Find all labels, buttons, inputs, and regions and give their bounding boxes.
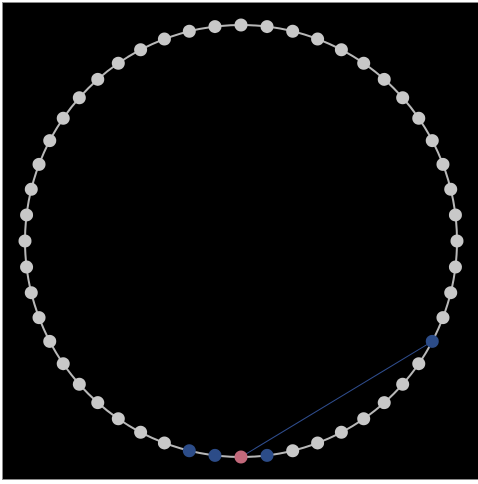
ring-node[interactable] [311,436,325,450]
ring-node[interactable] [91,396,105,410]
ring-node[interactable] [357,412,371,426]
ring-node[interactable] [444,286,458,300]
ring-node[interactable] [444,182,458,196]
ring-circle [24,24,458,458]
ring-node[interactable] [334,43,348,57]
ring-node[interactable] [377,396,391,410]
ring-node[interactable] [311,32,325,46]
ring-node[interactable] [182,24,196,38]
ring-node[interactable] [32,157,46,171]
ring-node[interactable] [56,357,70,371]
ring-node[interactable] [286,24,300,38]
ring-node[interactable] [72,91,86,105]
ring-node[interactable] [208,20,222,34]
ring-node[interactable] [32,311,46,325]
ring-node[interactable] [260,20,274,34]
ring-node[interactable] [412,111,426,125]
ring-node[interactable] [396,91,410,105]
ring-node[interactable] [396,377,410,391]
ring-node-endpoint[interactable] [182,444,196,458]
ring-node[interactable] [448,208,462,222]
ring-node[interactable] [43,134,57,148]
ring-node[interactable] [72,377,86,391]
ring-node[interactable] [43,334,57,348]
ring-node[interactable] [24,286,38,300]
ring-node-endpoint[interactable] [425,334,439,348]
ring-node[interactable] [448,260,462,274]
ring-node[interactable] [24,182,38,196]
ring-node[interactable] [157,436,171,450]
ring-node-selected[interactable] [234,450,248,464]
ring-node[interactable] [111,412,125,426]
ring-node[interactable] [412,357,426,371]
chord-line [240,340,433,458]
ring-node[interactable] [286,444,300,458]
ring-node[interactable] [450,234,464,248]
chords-layer [240,340,433,458]
ring-node[interactable] [20,260,34,274]
ring-node[interactable] [134,425,148,439]
ring-node[interactable] [111,56,125,70]
ring-node[interactable] [425,134,439,148]
ring-node[interactable] [91,72,105,86]
ring-node[interactable] [377,72,391,86]
ring-node[interactable] [20,208,34,222]
ring-node[interactable] [357,56,371,70]
ring-node[interactable] [157,32,171,46]
ring-node[interactable] [436,157,450,171]
nodes-layer [18,18,464,464]
ring-node[interactable] [18,234,32,248]
ring-node[interactable] [234,18,248,32]
ring-node[interactable] [436,311,450,325]
ring-node[interactable] [334,425,348,439]
ring-node[interactable] [134,43,148,57]
ring-node-endpoint[interactable] [208,448,222,462]
ring-node-endpoint[interactable] [260,448,274,462]
ring-node[interactable] [56,111,70,125]
